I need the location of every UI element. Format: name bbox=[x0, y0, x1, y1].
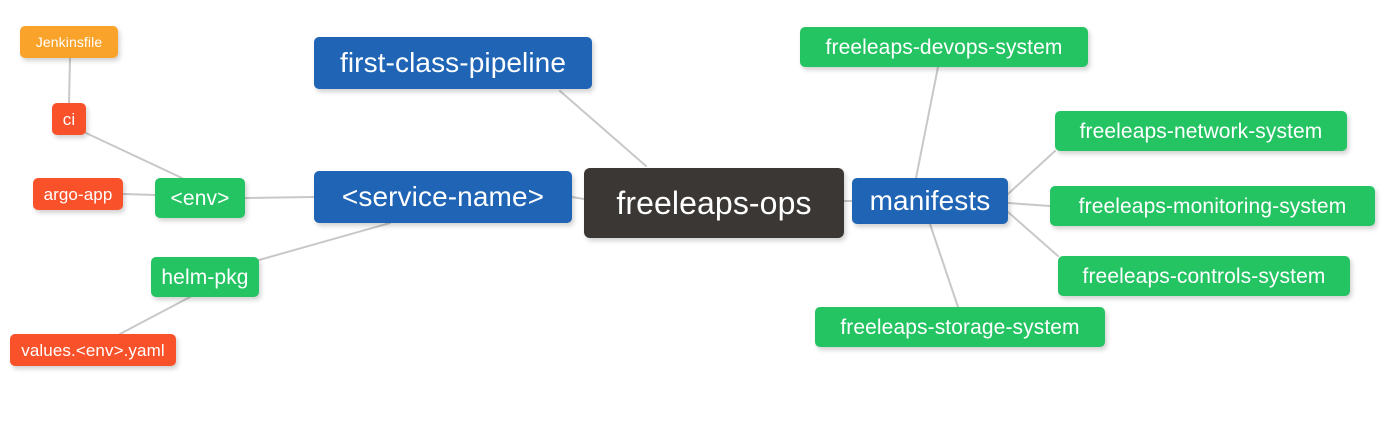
node-label: freeleaps-devops-system bbox=[825, 35, 1063, 59]
edge-first-class-pipeline-to-freeleaps-ops bbox=[559, 90, 647, 167]
edge-helm-pkg-to-service-name bbox=[258, 222, 391, 261]
edge-manifests-to-freeleaps-devops-system bbox=[915, 66, 939, 179]
node-label: freeleaps-network-system bbox=[1079, 119, 1323, 143]
edge-manifests-to-freeleaps-storage-system bbox=[929, 223, 959, 308]
node-service-name[interactable]: <service-name> bbox=[314, 171, 572, 223]
edge-env-to-service-name bbox=[244, 196, 315, 199]
node-helm-pkg[interactable]: helm-pkg bbox=[151, 257, 259, 297]
node-label: freeleaps-ops bbox=[616, 185, 812, 221]
node-label: freeleaps-controls-system bbox=[1082, 264, 1326, 288]
node-freeleaps-storage-system[interactable]: freeleaps-storage-system bbox=[815, 307, 1105, 347]
node-freeleaps-ops[interactable]: freeleaps-ops bbox=[584, 168, 844, 238]
edge-ci-to-env bbox=[85, 132, 183, 179]
edge-manifests-to-freeleaps-network-system bbox=[1007, 150, 1056, 195]
edge-jenkinsfile-to-ci bbox=[68, 57, 71, 104]
node-label: helm-pkg bbox=[161, 265, 249, 289]
node-freeleaps-monitoring-system[interactable]: freeleaps-monitoring-system bbox=[1050, 186, 1375, 226]
node-label: <env> bbox=[170, 186, 230, 210]
node-env[interactable]: <env> bbox=[155, 178, 245, 218]
node-label: argo-app bbox=[43, 184, 113, 204]
node-label: values.<env>.yaml bbox=[21, 340, 165, 360]
node-label: Jenkinsfile bbox=[35, 34, 103, 50]
node-label: manifests bbox=[869, 185, 991, 216]
node-ci[interactable]: ci bbox=[52, 103, 86, 135]
node-jenkinsfile[interactable]: Jenkinsfile bbox=[20, 26, 118, 58]
edge-argo-app-to-env bbox=[122, 193, 156, 196]
node-freeleaps-controls-system[interactable]: freeleaps-controls-system bbox=[1058, 256, 1350, 296]
edge-service-name-to-freeleaps-ops bbox=[571, 196, 585, 200]
node-freeleaps-devops-system[interactable]: freeleaps-devops-system bbox=[800, 27, 1088, 67]
node-manifests[interactable]: manifests bbox=[852, 178, 1008, 224]
node-freeleaps-network-system[interactable]: freeleaps-network-system bbox=[1055, 111, 1347, 151]
node-argo-app[interactable]: argo-app bbox=[33, 178, 123, 210]
edge-manifests-to-freeleaps-monitoring-system bbox=[1007, 202, 1051, 207]
node-label: ci bbox=[62, 109, 76, 129]
node-values-env-yaml[interactable]: values.<env>.yaml bbox=[10, 334, 176, 366]
node-first-class-pipeline[interactable]: first-class-pipeline bbox=[314, 37, 592, 89]
node-label: first-class-pipeline bbox=[339, 47, 567, 78]
node-label: freeleaps-storage-system bbox=[840, 315, 1080, 339]
edge-values-env-yaml-to-helm-pkg bbox=[119, 296, 191, 335]
node-label: <service-name> bbox=[341, 181, 545, 212]
node-label: freeleaps-monitoring-system bbox=[1078, 194, 1347, 218]
